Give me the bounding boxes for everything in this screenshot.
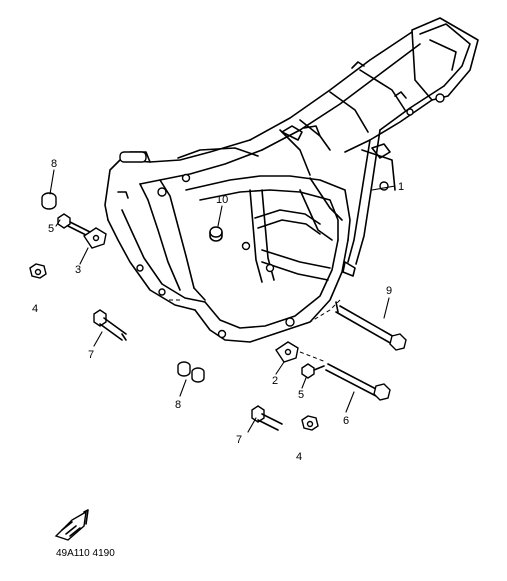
bolt-upper-part xyxy=(57,213,91,237)
nut-left-part xyxy=(29,263,47,279)
callout-screw-left: 7 xyxy=(88,349,94,361)
callout-nut-left: 4 xyxy=(32,303,38,315)
callout-bolt-lower: 5 xyxy=(298,389,304,401)
long-bolt-lower-part xyxy=(325,363,391,401)
bracket-upper-part xyxy=(83,227,107,249)
callout-bolt-upper: 5 xyxy=(48,223,54,235)
screw-left-part xyxy=(93,309,127,341)
long-bolt-upper-part xyxy=(335,301,407,351)
leader-lines xyxy=(49,169,396,433)
cap-lower-part xyxy=(177,361,205,383)
callout-bracket-upper: 3 xyxy=(75,264,81,276)
callout-cap-lower: 8 xyxy=(175,399,181,411)
cap-upper-part xyxy=(41,192,57,210)
callout-grommet: 10 xyxy=(216,194,228,206)
drawing-code: 49A110 4190 xyxy=(56,548,115,559)
screw-right-part xyxy=(251,405,283,431)
front-direction-icon xyxy=(54,509,89,541)
callout-long-bolt-lower: 6 xyxy=(343,415,349,427)
callout-frame: 1 xyxy=(398,181,404,193)
bracket-lower-part xyxy=(275,341,299,363)
nut-right-part xyxy=(301,415,319,431)
callout-nut-right: 4 xyxy=(296,451,302,463)
motorcycle-frame xyxy=(104,17,479,343)
callout-screw-right: 7 xyxy=(236,434,242,446)
callout-cap-upper: 8 xyxy=(51,158,57,170)
callout-bracket-lower: 2 xyxy=(272,375,278,387)
grommet-part xyxy=(209,226,223,242)
callout-long-bolt-upper: 9 xyxy=(386,285,392,297)
bolt-lower-part xyxy=(301,363,325,379)
